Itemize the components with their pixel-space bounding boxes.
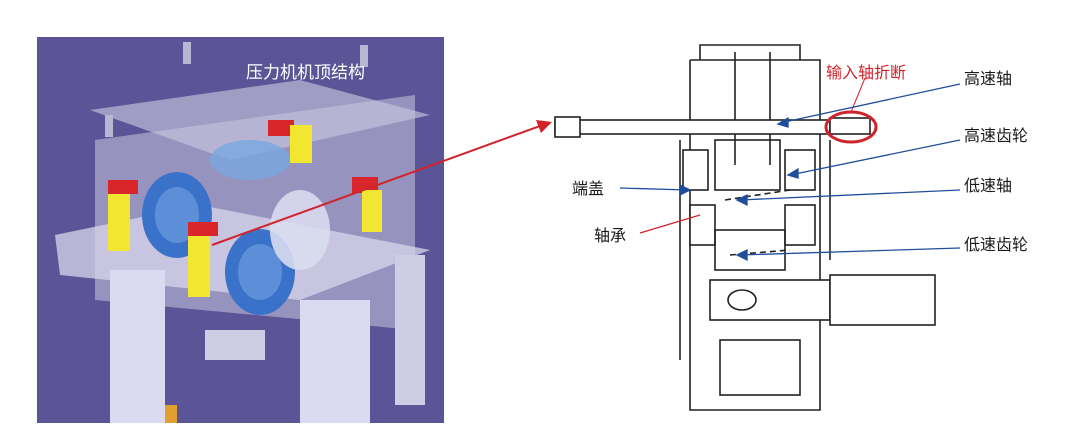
left-panel-title: 压力机机顶结构 xyxy=(246,63,365,83)
label-bearing: 轴承 xyxy=(594,226,627,245)
label-low-speed-gear: 低速齿轮 xyxy=(964,235,1029,254)
label-high-speed-gear: 高速齿轮 xyxy=(964,126,1029,145)
gearbox-section-drawing xyxy=(554,44,936,411)
failure-pointer-line xyxy=(850,77,866,113)
leader-lines xyxy=(619,83,961,262)
callout-arrow xyxy=(211,120,552,246)
label-high-speed-shaft: 高速轴 xyxy=(964,69,1013,88)
press-top-render xyxy=(37,37,444,423)
failure-label: 输入轴折断 xyxy=(826,63,907,82)
label-low-speed-shaft: 低速轴 xyxy=(964,176,1013,195)
label-end-cover: 端盖 xyxy=(572,179,605,198)
